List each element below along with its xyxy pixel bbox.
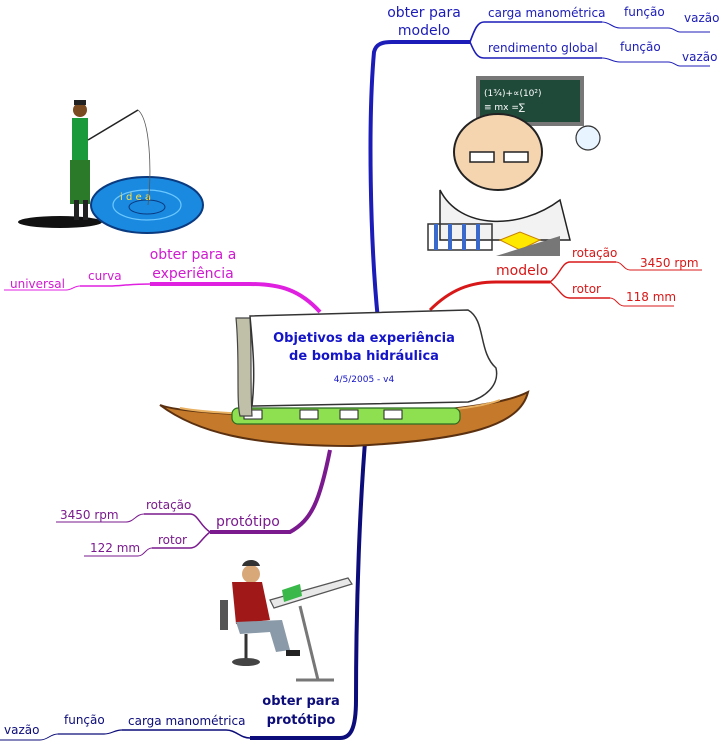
node-rotacao-modelo: rotação [572,246,618,260]
node-curva: curva [88,269,122,283]
branch-experiencia-label: obter para a experiência [146,246,240,284]
branch-modelo-label: modelo [496,263,549,279]
branch-modelo-top-label: obter para modelo [386,4,462,40]
node-rotacao-prototipo: rotação [146,498,192,512]
scientist-icon: (1¾)+∝(10²) ≡ mx =∑ [427,76,601,256]
branch-modelo-top-line2: modelo [397,23,451,39]
central-title-line1: Objetivos da experiência [273,331,455,346]
draftsman-icon [220,560,353,682]
node-rotor-prototipo: rotor [158,533,187,547]
node-funcao-2: função [620,40,661,54]
node-funcao-prototipo: função [64,713,105,727]
node-funcao-1: função [624,5,665,19]
svg-text:(1¾)+∝(10²): (1¾)+∝(10²) [484,89,542,99]
central-subtitle: 4/5/2005 - v4 [333,375,395,385]
svg-text:i d e a: i d e a [120,192,151,203]
branch-prototipo-bottom-line2: protótipo [266,713,336,728]
boat-icon [159,309,530,448]
node-122mm: 122 mm [90,541,141,555]
node-carga-manometrica-prototipo: carga manométrica [128,714,246,728]
central-title-line2: de bomba hidráulica [289,349,439,364]
node-118mm: 118 mm [626,290,677,304]
branch-experiencia-line2: experiência [152,266,234,282]
node-universal: universal [10,277,65,291]
node-3450rpm-prototipo: 3450 rpm [60,508,119,522]
node-vazao-2: vazão [682,50,718,64]
branch-prototipo-label: protótipo [216,514,280,530]
node-rotor-modelo: rotor [572,282,601,296]
branch-experiencia-line1: obter para a [149,247,237,263]
central-title: Objetivos da experiência de bomba hidráu… [260,330,468,366]
branch-modelo-top-line1: obter para [387,5,461,21]
fisherman-icon: i d e a [18,100,204,234]
node-vazao-1: vazão [684,11,720,25]
branch-prototipo-bottom-label: obter para protótipo [260,692,342,730]
node-vazao-prototipo: vazão [4,723,40,737]
node-3450rpm-modelo: 3450 rpm [640,256,699,270]
node-carga-manometrica: carga manométrica [488,6,606,20]
branch-prototipo-bottom-line1: obter para [262,694,340,709]
svg-text:≡ mx =∑: ≡ mx =∑ [484,103,525,113]
node-rendimento-global: rendimento global [488,41,598,55]
